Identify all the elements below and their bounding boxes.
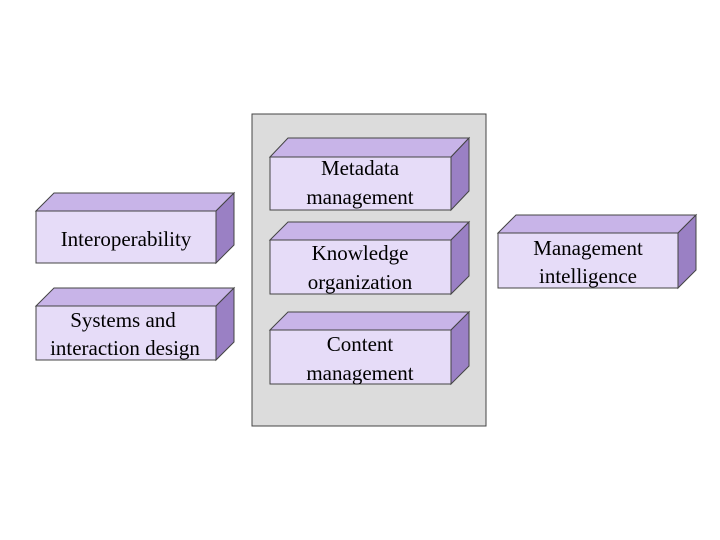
knowledge-block-front [269, 239, 452, 295]
systems-interaction-design-block: Systems and interaction design [34, 286, 236, 362]
systems-block-top [34, 287, 236, 307]
management-intelligence-block-front [497, 232, 679, 289]
content-block-front [269, 329, 452, 385]
interoperability-label: Interoperability [61, 227, 192, 251]
content-label-line1: Content [327, 332, 394, 356]
content-block-top [268, 311, 471, 331]
knowledge-organization-block: Knowledge organization [268, 220, 471, 296]
metadata-block-top [268, 137, 471, 158]
knowledge-label-line2: organization [308, 270, 413, 294]
interoperability-block-front [35, 210, 217, 264]
interoperability-block-top [34, 192, 236, 212]
management-intelligence-label-line2: intelligence [539, 264, 637, 288]
interoperability-block: Interoperability [34, 191, 236, 265]
knowledge-label-line1: Knowledge [312, 241, 409, 265]
management-intelligence-block-top [496, 214, 698, 234]
content-management-block: Content management [268, 310, 471, 386]
systems-block-front [35, 305, 217, 361]
knowledge-block-top [268, 221, 471, 241]
content-label-line2: management [306, 361, 413, 385]
metadata-label-line1: Metadata [321, 156, 400, 180]
systems-label-line1: Systems and [70, 308, 176, 332]
metadata-management-block: Metadata management [268, 136, 471, 212]
management-intelligence-block: Management intelligence [496, 213, 698, 290]
metadata-block-front [269, 156, 452, 211]
systems-label-line2: interaction design [50, 336, 200, 360]
metadata-label-line2: management [306, 185, 413, 209]
management-intelligence-label-line1: Management [533, 236, 643, 260]
